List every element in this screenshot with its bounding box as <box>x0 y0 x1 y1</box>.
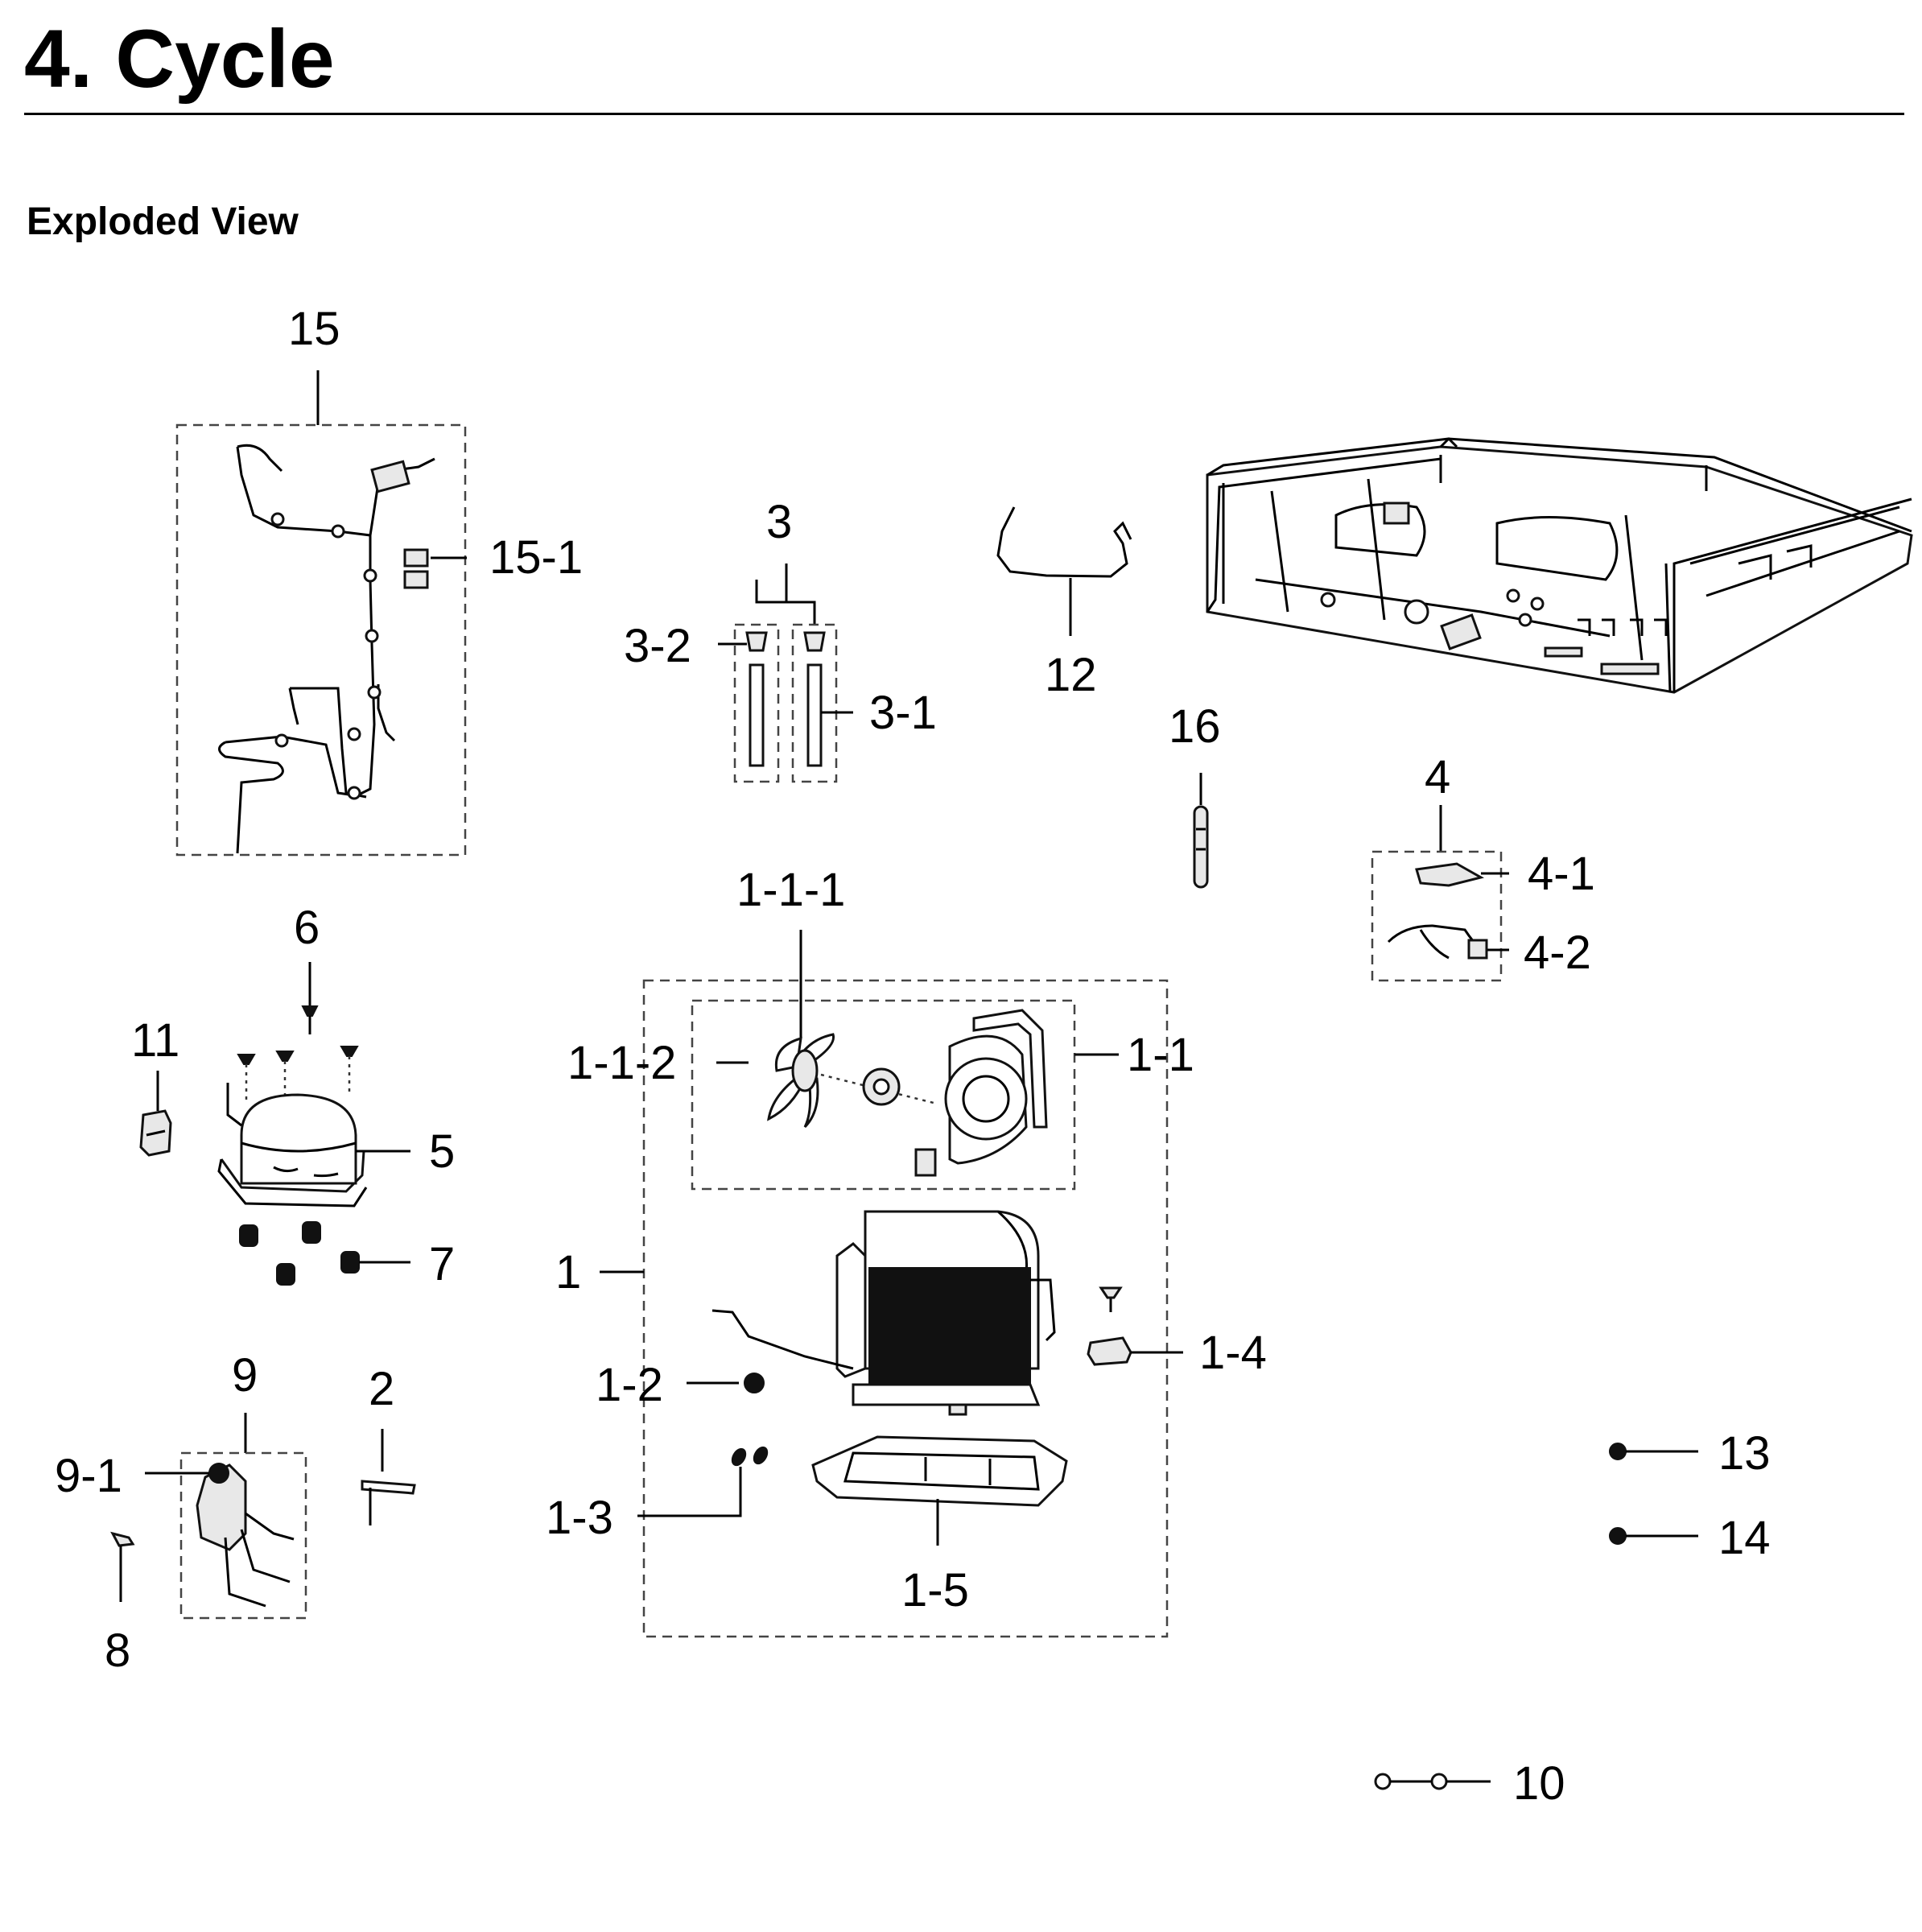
part-1-3 <box>637 1446 769 1517</box>
part-10 <box>1374 1773 1491 1790</box>
group-box-4 <box>1371 850 1503 982</box>
part-1-1-motor-and-shroud <box>862 1009 1048 1177</box>
part-1-4 <box>1087 1286 1183 1366</box>
callout-4: 4 <box>1425 751 1450 803</box>
page-title: 4. Cycle <box>24 13 335 105</box>
callout-9: 9 <box>232 1349 258 1402</box>
callout-1-1-1: 1-1-1 <box>736 864 845 916</box>
group-box-1-1 <box>691 999 1076 1191</box>
callout-1-2: 1-2 <box>596 1359 663 1411</box>
base-frame-assembly <box>1206 437 1913 694</box>
part-2 <box>361 1429 416 1525</box>
callout-10: 10 <box>1513 1757 1565 1810</box>
callout-1-1: 1-1 <box>1127 1029 1194 1081</box>
part-9-group <box>145 1413 307 1620</box>
callout-3-2: 3-2 <box>624 620 691 672</box>
part-7-grommets <box>239 1221 410 1286</box>
part-16 <box>1193 773 1209 889</box>
callout-3-1: 3-1 <box>869 687 937 739</box>
part-8 <box>110 1531 135 1602</box>
callout-2: 2 <box>369 1363 394 1415</box>
part-1-evaporator <box>711 1210 1056 1416</box>
part-1-2 <box>687 1373 765 1393</box>
callout-8: 8 <box>105 1624 130 1677</box>
part-1-1-1-fan-blade <box>716 930 934 1129</box>
callout-3: 3 <box>766 496 792 548</box>
title-rule <box>24 113 1904 115</box>
callout-labels: 15 15-1 3 3-2 3-1 12 16 4 4-1 4-2 1-1-1 … <box>55 303 1771 1810</box>
group-box-15 <box>175 423 467 857</box>
callout-14: 14 <box>1718 1512 1771 1564</box>
callout-11: 11 <box>131 1014 179 1067</box>
part-15-1-clips <box>403 548 467 589</box>
callout-7: 7 <box>429 1238 455 1290</box>
callout-5: 5 <box>429 1125 455 1178</box>
group-box-3-2 <box>733 623 780 783</box>
callout-1: 1 <box>555 1246 581 1298</box>
section-subtitle: Exploded View <box>27 200 299 243</box>
part-3-dryers <box>718 564 853 783</box>
callout-16: 16 <box>1169 700 1221 753</box>
callout-4-1: 4-1 <box>1528 848 1595 900</box>
part-5-compressor <box>217 1083 410 1208</box>
callout-4-2: 4-2 <box>1524 927 1591 979</box>
callout-1-1-2: 1-1-2 <box>567 1037 676 1089</box>
part-12-pipe <box>996 506 1132 636</box>
callout-15: 15 <box>288 303 340 355</box>
part-4-group <box>1371 805 1509 982</box>
callout-1-5: 1-5 <box>901 1564 969 1616</box>
callout-12: 12 <box>1045 649 1097 701</box>
part-13 <box>1609 1443 1698 1460</box>
group-box-1 <box>642 979 1169 1638</box>
part-15-tubing-assembly <box>175 370 467 857</box>
group-box-3-1 <box>791 623 838 783</box>
callout-13: 13 <box>1718 1427 1771 1480</box>
part-11 <box>139 1071 172 1157</box>
part-1-group-boxes <box>600 979 1169 1638</box>
callout-6: 6 <box>294 902 320 954</box>
part-14 <box>1609 1527 1698 1545</box>
callout-1-4: 1-4 <box>1199 1327 1267 1379</box>
callout-9-1: 9-1 <box>55 1450 122 1502</box>
part-6-bolts <box>237 962 359 1103</box>
callout-1-3: 1-3 <box>546 1492 613 1544</box>
part-1-5-drain-tray <box>811 1435 1068 1546</box>
callout-15-1: 15-1 <box>489 531 583 584</box>
